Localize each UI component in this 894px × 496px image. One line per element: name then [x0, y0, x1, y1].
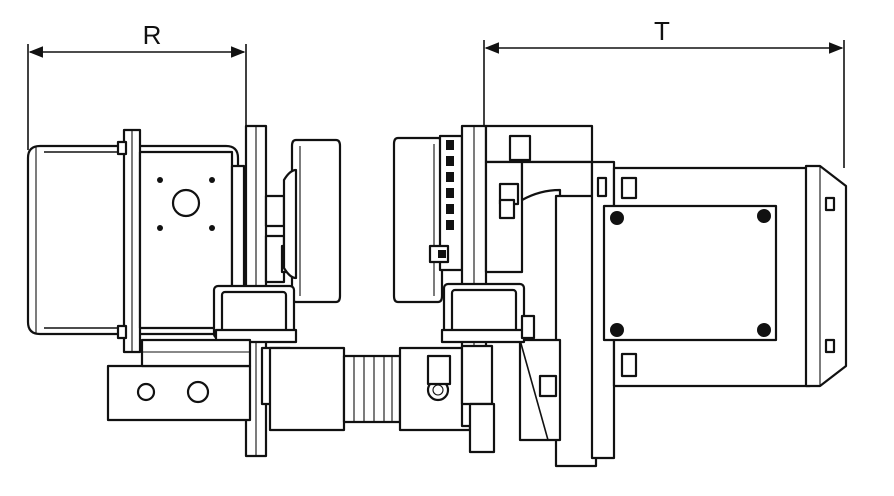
- terminal-box: [602, 204, 778, 342]
- left-motor: [26, 128, 246, 354]
- left-bottom-bracket: [106, 338, 252, 422]
- right-wheel: [392, 134, 464, 304]
- motor-shaft-hole: [171, 188, 201, 218]
- dimension-t-label: T: [654, 16, 670, 46]
- dimension-t: T: [483, 16, 845, 168]
- right-guide-roller: [440, 282, 536, 344]
- dimension-r: R: [27, 20, 247, 150]
- left-guide-roller: [212, 284, 298, 344]
- axle-coupling: [268, 346, 472, 432]
- right-motor: [590, 160, 848, 460]
- dimension-r-label: R: [143, 20, 162, 50]
- right-side-plate: [460, 124, 598, 468]
- left-wheel: [282, 138, 342, 304]
